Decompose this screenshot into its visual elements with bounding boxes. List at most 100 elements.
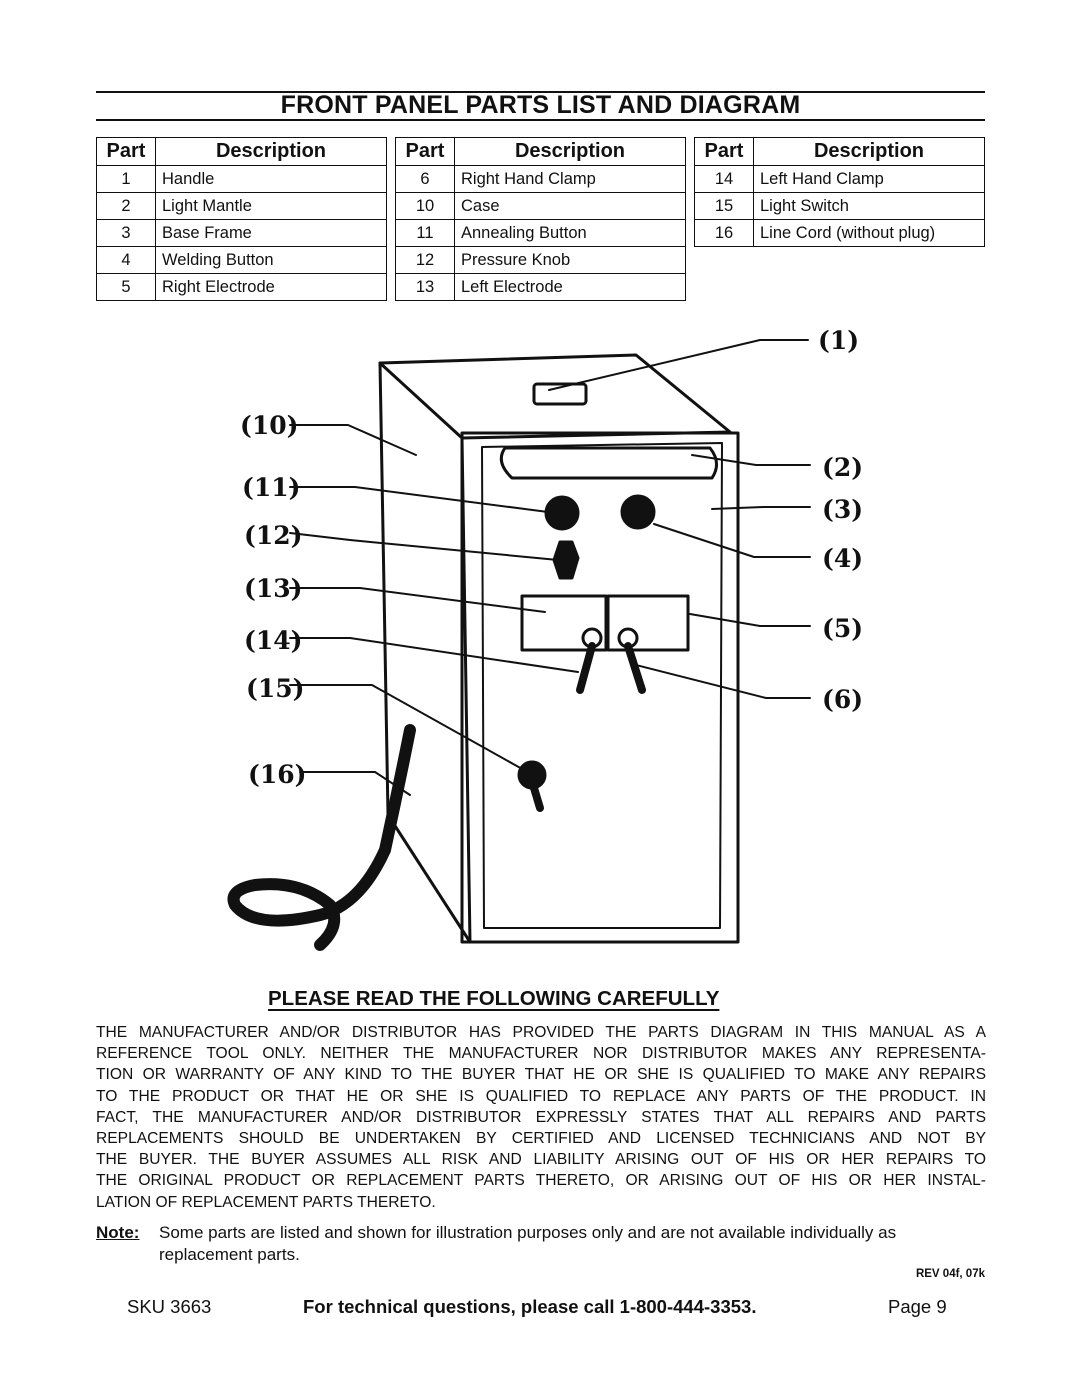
- part-description: Left Electrode: [454, 273, 686, 301]
- column-header-part: Part: [395, 137, 455, 166]
- label-10: (10): [240, 411, 298, 440]
- footer-sku: SKU 3663: [127, 1296, 212, 1317]
- part-description: Welding Button: [155, 246, 387, 274]
- note-text: Some parts are listed and shown for illu…: [159, 1223, 897, 1264]
- part-description: Line Cord (without plug): [753, 219, 985, 247]
- label-3: (3): [822, 495, 863, 524]
- disclaimer-line: LATION OF REPLACEMENT PARTS THERETO.: [96, 1193, 436, 1211]
- leader-line-12: [289, 532, 559, 561]
- title-rule-top: [96, 91, 985, 93]
- label-15: (15): [246, 674, 304, 703]
- disclaimer-line: FACT, THE MANUFACTURER AND/OR DISTRIBUTO…: [96, 1108, 986, 1126]
- part-description: Handle: [155, 165, 387, 193]
- leader-line-10: [289, 424, 417, 456]
- disclaimer-line: TO THE PRODUCT OR THAT HE OR SHE IS QUAL…: [96, 1087, 986, 1105]
- left-hand-clamp: [576, 642, 596, 694]
- disclaimer-line: THE BUYER. THE BUYER ASSUMES ALL RISK AN…: [96, 1151, 986, 1169]
- title-rule-bottom: [96, 119, 985, 121]
- note: Note: Some parts are listed and shown fo…: [96, 1222, 986, 1264]
- label-16: (16): [248, 760, 306, 789]
- section-subtitle: PLEASE READ THE FOLLOWING CAREFULLY: [268, 987, 720, 1010]
- part-number: 4: [96, 246, 156, 274]
- disclaimer-line: TION OR WARRANTY OF ANY KIND TO THE BUYE…: [96, 1066, 986, 1084]
- column-header-description: Description: [753, 137, 985, 166]
- leader-line-3: [711, 506, 811, 510]
- leader-line-11: [289, 486, 549, 513]
- light-switch-lever: [530, 784, 544, 812]
- disclaimer-line: REPLACEMENTS SHOULD BE UNDERTAKEN BY CER…: [96, 1130, 986, 1148]
- disclaimer-line: THE MANUFACTURER AND/OR DISTRIBUTOR HAS …: [96, 1024, 986, 1041]
- part-description: Case: [454, 192, 686, 220]
- column-header-description: Description: [454, 137, 686, 166]
- part-number: 10: [395, 192, 455, 220]
- column-header-part: Part: [694, 137, 754, 166]
- label-1: (1): [818, 326, 859, 355]
- part-number: 2: [96, 192, 156, 220]
- leader-line-13: [289, 587, 546, 613]
- right-electrode: [606, 594, 690, 652]
- column-header-description: Description: [155, 137, 387, 166]
- footer-page-number: Page 9: [888, 1296, 947, 1317]
- left-electrode: [520, 594, 608, 652]
- label-11: (11): [242, 473, 300, 502]
- part-description: Annealing Button: [454, 219, 686, 247]
- leader-line-4: [653, 523, 811, 558]
- part-description: Base Frame: [155, 219, 387, 247]
- leader-line-2: [691, 454, 811, 466]
- label-12: (12): [244, 521, 302, 550]
- part-number: 16: [694, 219, 754, 247]
- revision-code: REV 04f, 07k: [915, 1268, 985, 1280]
- case-left-side: [378, 361, 472, 944]
- leader-line-6: [631, 663, 811, 699]
- disclaimer-line: REFERENCE TOOL ONLY. NEITHER THE MANUFAC…: [96, 1045, 986, 1063]
- disclaimer-paragraph: THE MANUFACTURER AND/OR DISTRIBUTOR HAS …: [96, 1022, 986, 1213]
- right-hand-clamp: [624, 642, 646, 694]
- leader-line-5: [689, 613, 811, 627]
- handle: [532, 382, 588, 406]
- leader-line-16: [299, 771, 411, 796]
- label-4: (4): [822, 544, 863, 573]
- leader-line-15: [289, 684, 525, 771]
- label-2: (2): [822, 453, 863, 482]
- page-title: FRONT PANEL PARTS LIST AND DIAGRAM: [280, 91, 801, 119]
- front-panel-inner: [481, 442, 723, 929]
- line-cord: [227, 724, 416, 951]
- label-5: (5): [822, 614, 863, 643]
- part-number: 13: [395, 273, 455, 301]
- label-14: (14): [244, 626, 302, 655]
- part-number: 12: [395, 246, 455, 274]
- part-number: 5: [96, 273, 156, 301]
- part-description: Right Electrode: [155, 273, 387, 301]
- label-6: (6): [822, 685, 863, 714]
- footer-support-line: For technical questions, please call 1-8…: [303, 1296, 757, 1317]
- part-description: Light Switch: [753, 192, 985, 220]
- part-description: Right Hand Clamp: [454, 165, 686, 193]
- light-mantle: [499, 446, 718, 480]
- label-13: (13): [244, 574, 302, 603]
- front-panel-outline: [460, 431, 740, 944]
- light-switch: [517, 760, 547, 790]
- case-side-outline: [378, 353, 732, 440]
- welding-button: [620, 494, 656, 530]
- disclaimer-line: THE ORIGINAL PRODUCT OR REPLACEMENT PART…: [96, 1172, 986, 1190]
- note-label: Note:: [96, 1223, 140, 1242]
- part-description: Light Mantle: [155, 192, 387, 220]
- annealing-button: [544, 495, 580, 531]
- leader-line-14: [289, 637, 579, 673]
- leader-line-1: [548, 339, 809, 391]
